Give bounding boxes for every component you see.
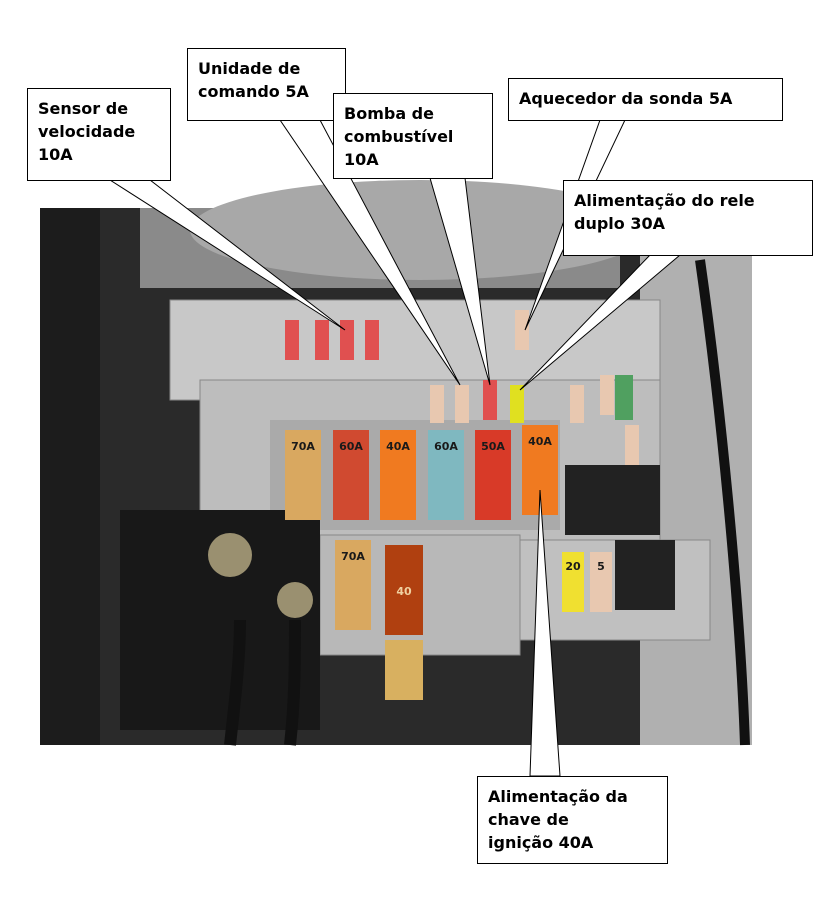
fuse-40a [380, 430, 416, 520]
fuse-60a-blue [428, 430, 464, 520]
fuse-label: 40 [396, 585, 412, 598]
fuse-label: 40A [386, 440, 410, 453]
fuse-label: 5 [597, 560, 605, 573]
fuse-70a [285, 430, 321, 520]
callout-unidade-comando: Unidade de comando 5A [187, 48, 346, 121]
fuse-label: 70A [341, 550, 365, 563]
callout-aquecedor-sonda: Aquecedor da sonda 5A [508, 78, 783, 121]
fuse-60a [333, 430, 369, 520]
callout-bomba-combustivel: Bomba de combustível 10A [333, 93, 493, 179]
fuse-label: 70A [291, 440, 315, 453]
fuse-label: 20 [565, 560, 581, 573]
callout-rele-duplo: Alimentação do rele duplo 30A [563, 180, 813, 256]
fuse-group-small-right: 20 5 [562, 552, 612, 612]
fuse-50a [475, 430, 511, 520]
callout-chave-ignicao: Alimentação da chave de ignição 40A [477, 776, 668, 864]
leader-lines [108, 119, 682, 777]
fuse-group-large-top: 70A 60A 40A 60A 50A 40A [285, 425, 558, 520]
fuse-label: 60A [339, 440, 363, 453]
fuse-group-large-bottom: 70A 40 [335, 540, 423, 700]
callout-sensor-velocidade: Sensor de velocidade 10A [27, 88, 171, 181]
fuse-label: 60A [434, 440, 458, 453]
fuse-label: 50A [481, 440, 505, 453]
fuse-label: 40A [528, 435, 552, 448]
